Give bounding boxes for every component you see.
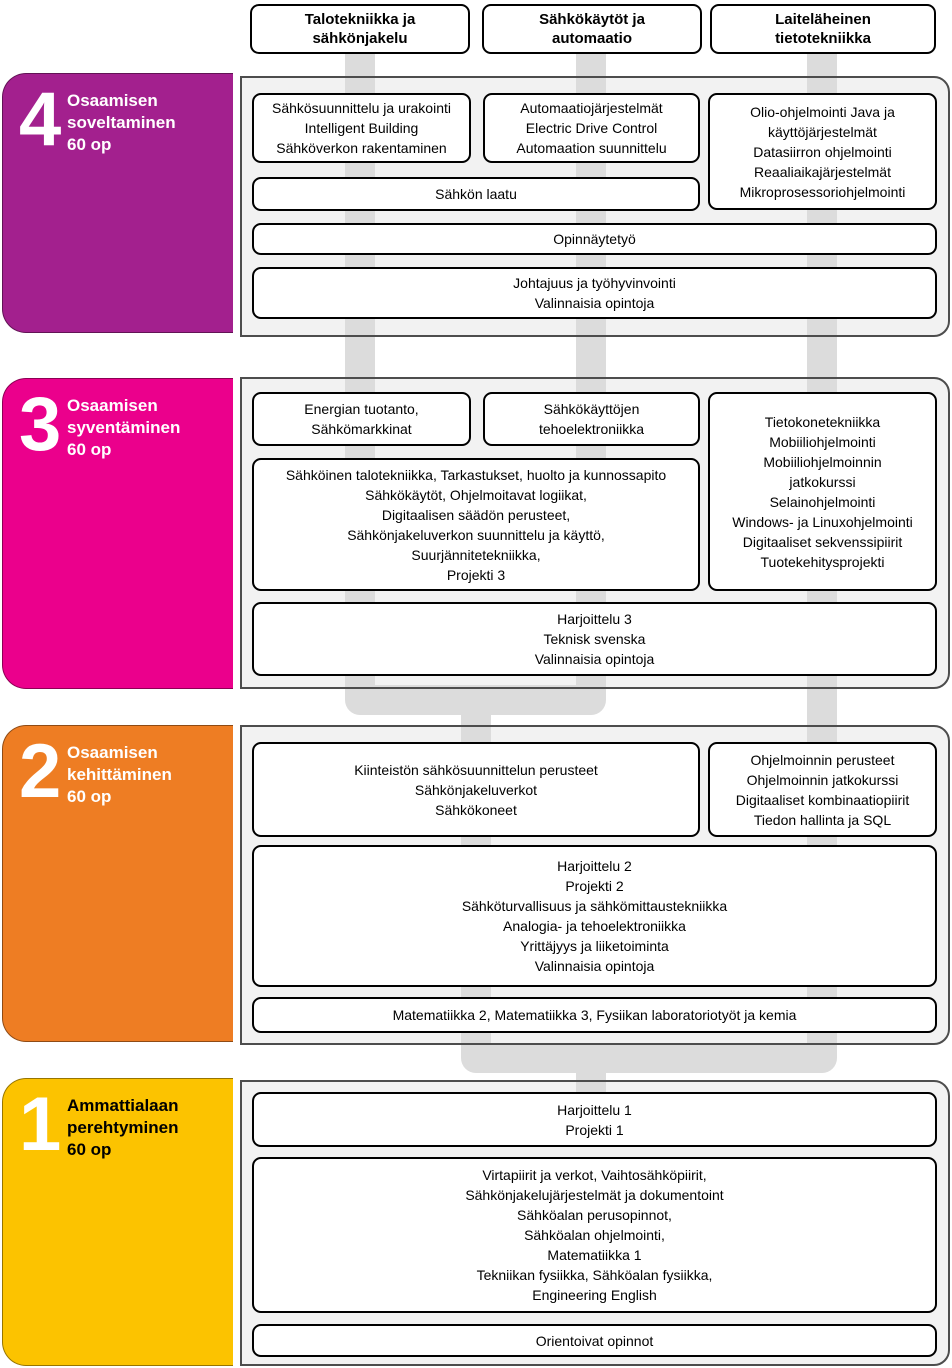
course-box-l3-ydinopinnot: Sähköinen talotekniikka, Tarkastukset, h…: [252, 458, 700, 591]
course-box-l4-yhteiset: Johtajuus ja työhyvinvointi Valinnaisia …: [252, 267, 937, 319]
level-label: Ammattialaan perehtyminen 60 op: [67, 1096, 179, 1159]
column-header-tietotekniikka: Laiteläheinen tietotekniikka: [710, 4, 936, 54]
course-box-l3-yhteiset: Harjoittelu 3 Teknisk svenska Valinnaisi…: [252, 602, 937, 676]
column-header-talotekniikka: Talotekniikka ja sähkönjakelu: [250, 4, 470, 54]
course-box-l4-tietotekniikka: Olio-ohjelmointi Java ja käyttöjärjestel…: [708, 93, 937, 210]
course-box-l1-harjoittelu: Harjoittelu 1 Projekti 1: [252, 1092, 937, 1147]
course-box-l2-ydinopinnot: Harjoittelu 2 Projekti 2 Sähköturvallisu…: [252, 845, 937, 987]
course-box-l4-opinnaytetyo: Opinnäytetyö: [252, 223, 937, 255]
course-box-l3-tehoelektroniikka: Sähkökäyttöjen tehoelektroniikka: [483, 392, 700, 446]
course-box-l1-ydinopinnot: Virtapiirit ja verkot, Vaihtosähköpiirit…: [252, 1157, 937, 1313]
level-badge-1: 1 Ammattialaan perehtyminen 60 op: [2, 1078, 233, 1366]
level-label: Osaamisen syventäminen 60 op: [67, 396, 181, 459]
course-box-l3-energia: Energian tuotanto, Sähkömarkkinat: [252, 392, 471, 446]
course-box-l2-ohjelmointi: Ohjelmoinnin perusteet Ohjelmoinnin jatk…: [708, 742, 937, 837]
course-box-l2-matematiikka: Matematiikka 2, Matematiikka 3, Fysiikan…: [252, 997, 937, 1033]
course-box-l1-orientoivat: Orientoivat opinnot: [252, 1324, 937, 1357]
level-label: Osaamisen soveltaminen 60 op: [67, 91, 176, 154]
level-badge-4: 4 Osaamisen soveltaminen 60 op: [2, 73, 233, 333]
level-label: Osaamisen kehittäminen 60 op: [67, 743, 172, 806]
level-number: 3: [19, 382, 62, 467]
course-box-l4-talotekniikka: Sähkösuunnittelu ja urakointi Intelligen…: [252, 93, 471, 163]
level-number: 2: [19, 729, 62, 814]
level-badge-3: 3 Osaamisen syventäminen 60 op: [2, 378, 233, 689]
level-number: 1: [19, 1082, 62, 1167]
column-header-sahkokaytot: Sähkökäytöt ja automaatio: [482, 4, 702, 54]
course-box-l3-tietotekniikka: Tietokonetekniikka Mobiiliohjelmointi Mo…: [708, 392, 937, 591]
level-number: 4: [19, 77, 62, 162]
level-badge-2: 2 Osaamisen kehittäminen 60 op: [2, 725, 233, 1042]
course-box-l2-sahkotekniikka: Kiinteistön sähkösuunnittelun perusteet …: [252, 742, 700, 837]
course-box-l4-sahkon-laatu: Sähkön laatu: [252, 177, 700, 211]
course-box-l4-automaatio: Automaatiojärjestelmät Electric Drive Co…: [483, 93, 700, 163]
